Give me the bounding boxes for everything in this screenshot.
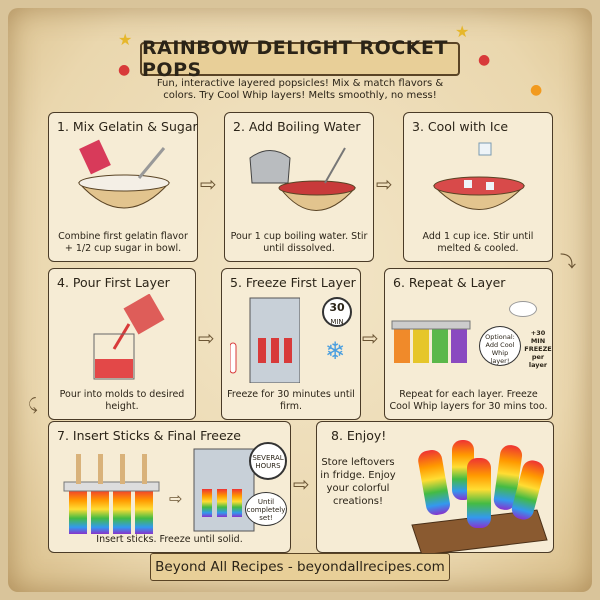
- title-banner: RAINBOW DELIGHT ROCKET POPS: [140, 37, 460, 81]
- svg-text:⇨: ⇨: [169, 489, 182, 508]
- timer-value: 30: [329, 301, 345, 314]
- step-text: Freeze for 30 minutes until firm.: [227, 389, 355, 412]
- step-8-panel: 8. Enjoy! Store leftovers in fridge. Enj…: [316, 421, 554, 556]
- mixing-bowl-icon: [77, 139, 171, 209]
- cool-whip-spoon-icon: [509, 301, 537, 317]
- orange-icon: ●: [530, 82, 543, 98]
- step-title: 7. Insert Sticks & Final Freeze: [57, 428, 241, 443]
- kettle-bowl-icon: [249, 147, 357, 211]
- star-icon: ★: [118, 30, 133, 49]
- arrow-down-icon: ⤵: [560, 252, 577, 271]
- arrow-right-icon: ⇨: [293, 472, 310, 496]
- arrow-right-icon: ⇨: [198, 326, 215, 350]
- freezer-icon: [230, 297, 300, 383]
- step-text: Store leftovers in fridge. Enjoy your co…: [320, 457, 396, 507]
- step-text: Pour into molds to desired height.: [59, 389, 185, 412]
- arrow-down-icon: ⤹: [28, 395, 38, 414]
- step-2-panel: 2. Add Boiling Water Pour 1 cup boiling …: [224, 112, 374, 262]
- step-7-panel: 7. Insert Sticks & Final Freeze ⇨ SEVERA…: [48, 421, 291, 553]
- step-title: 3. Cool with Ice: [412, 119, 509, 134]
- freeze-note: +30 MIN FREEZE per layer: [524, 329, 552, 369]
- page-title: RAINBOW DELIGHT ROCKET POPS: [142, 37, 448, 81]
- step-text: Insert sticks. Freeze until solid.: [96, 534, 243, 545]
- until-set-bubble: Until completely set!: [245, 492, 287, 526]
- arrow-right-icon: ⇨: [200, 172, 217, 196]
- step-4-panel: 4. Pour First Layer Pour into molds to d…: [48, 268, 196, 420]
- step-text: Repeat for each layer. Freeze Cool Whip …: [389, 389, 548, 412]
- arrow-right-icon: ⇨: [362, 326, 379, 350]
- step-1-panel: 1. Mix Gelatin & Sugar Combine first gel…: [48, 112, 198, 262]
- arrow-right-icon: ⇨: [376, 172, 393, 196]
- step-3-panel: 3. Cool with Ice Add 1 cup ice. Stir unt…: [403, 112, 553, 262]
- strawberry-icon: ●: [478, 52, 491, 68]
- step-title: 5. Freeze First Layer: [230, 275, 356, 290]
- ice-bowl-icon: [432, 142, 526, 210]
- step-title: 1. Mix Gelatin & Sugar: [57, 119, 198, 134]
- sticks-freezer-icon: ⇨: [63, 448, 255, 534]
- footer-text: Beyond All Recipes - beyondallrecipes.co…: [155, 559, 445, 575]
- step-text: Pour 1 cup boiling water. Stir until dis…: [230, 231, 368, 254]
- step-text: Combine first gelatin flavor + 1/2 cup s…: [58, 231, 188, 254]
- step-title: 8. Enjoy!: [331, 428, 387, 443]
- snowflake-icon: ❄: [325, 337, 346, 365]
- pouring-mold-icon: [93, 294, 165, 380]
- footer-banner: Beyond All Recipes - beyondallrecipes.co…: [150, 553, 450, 581]
- rainbow-popsicles-icon: [411, 440, 548, 556]
- step-title: 2. Add Boiling Water: [233, 119, 361, 134]
- step-title: 4. Pour First Layer: [57, 275, 170, 290]
- subtitle: Fun, interactive layered popsicles! Mix …: [156, 78, 444, 101]
- star-icon: ★: [455, 22, 470, 41]
- step-text: Add 1 cup ice. Stir until melted & coole…: [422, 231, 534, 254]
- optional-bubble: Optional: Add Cool Whip layer!: [479, 326, 521, 366]
- timer-icon: SEVERAL HOURS: [249, 442, 287, 480]
- timer-unit: MIN: [330, 318, 344, 326]
- rainbow-molds-icon: [391, 320, 471, 363]
- step-6-panel: 6. Repeat & Layer Optional: Add Cool Whi…: [384, 268, 553, 420]
- strawberry-icon: ●: [118, 62, 131, 78]
- step-title: 6. Repeat & Layer: [393, 275, 506, 290]
